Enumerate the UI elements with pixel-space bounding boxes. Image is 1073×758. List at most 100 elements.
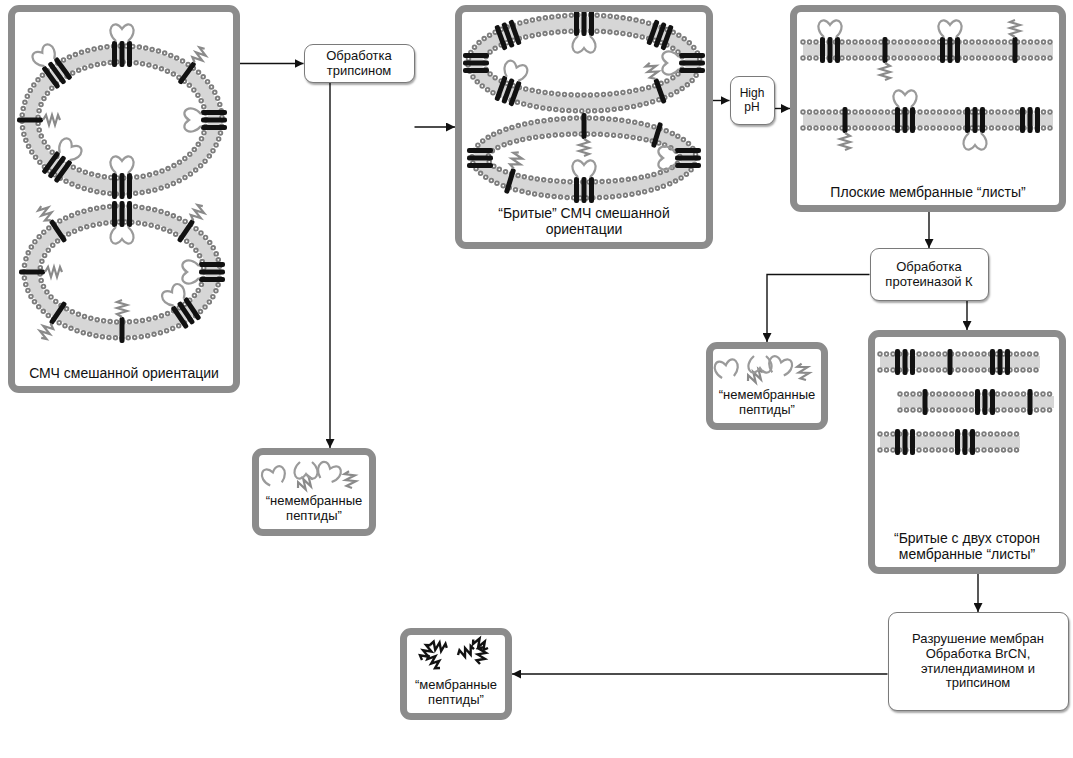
membrane-sheet — [803, 125, 1053, 131]
soluble-peptides — [797, 362, 811, 381]
flow-arrow — [767, 275, 870, 343]
membrane-protein — [17, 115, 60, 125]
soluble-peptides — [261, 460, 357, 492]
soluble-peptides — [714, 359, 740, 379]
membrane-protein — [184, 108, 227, 131]
node-label: Плоские мембранные “листы” — [830, 184, 1025, 200]
membrane-sheet — [880, 449, 1020, 451]
membrane-protein — [182, 260, 225, 283]
membrane-protein — [895, 349, 1033, 455]
membrane-protein — [646, 19, 674, 50]
membrane-protein — [40, 136, 84, 184]
membrane-protein — [923, 389, 928, 415]
membrane-sheet — [803, 111, 1053, 113]
membrane-protein — [895, 349, 915, 375]
membrane-sheet — [880, 447, 1020, 453]
panel-box: “мембранные пептиды” — [400, 628, 512, 720]
node-label: Обработка протеиназой К — [875, 260, 984, 290]
membrane-protein — [110, 201, 133, 244]
membrane-protein — [493, 59, 529, 107]
membrane-protein — [651, 122, 663, 148]
membrane-protein — [463, 53, 489, 73]
node-label: High pH — [735, 87, 770, 115]
membrane-protein — [572, 160, 595, 203]
flow-arrow — [966, 301, 967, 330]
node-label: “мембранные пептиды” — [411, 678, 501, 708]
membrane-protein — [19, 201, 225, 343]
membrane-sheet — [803, 127, 1053, 129]
flow-arrow — [240, 63, 304, 64]
membrane-protein — [467, 148, 493, 168]
panel-box: Плоские мембранные “листы” — [790, 5, 1066, 212]
membrane-sheet — [880, 433, 1020, 435]
membrane-protein — [645, 61, 669, 105]
membrane-sheet — [880, 436, 1020, 448]
membrane-protein — [938, 20, 961, 63]
membrane-peptides — [457, 645, 476, 658]
soluble-peptides — [315, 460, 342, 484]
membrane-protein — [160, 282, 203, 330]
membrane-protein — [17, 24, 227, 199]
process-box: Обработка протеиназой К — [870, 248, 989, 301]
membrane-peptides — [471, 636, 490, 651]
soluble-peptides — [714, 355, 811, 385]
flow-arrow — [329, 83, 330, 448]
membrane-protein — [658, 146, 701, 169]
membrane-protein — [963, 107, 986, 150]
membrane-protein — [840, 107, 850, 150]
process-box: Обработка трипсином — [304, 44, 415, 83]
membrane-peptides — [429, 641, 447, 652]
membrane-sheet — [803, 114, 1053, 126]
node-label: СМЧ смешанной ориентации — [29, 365, 219, 381]
flow-arrow — [977, 574, 978, 612]
membrane-protein — [818, 20, 841, 63]
membrane-protein — [467, 113, 701, 203]
panel-box: “немембранные пептиды” — [706, 342, 828, 430]
process-box: High pH — [730, 76, 775, 125]
membrane-protein — [501, 151, 523, 195]
membrane-protein — [895, 429, 915, 455]
membrane-protein — [117, 300, 127, 343]
membrane-protein — [110, 156, 133, 199]
membrane-protein — [662, 51, 705, 74]
panel-box: СМЧ смешанной ориентации — [8, 5, 240, 393]
membrane-protein — [37, 203, 69, 244]
process-box: Разрушение мембранОбработка BrCN, этилен… — [888, 612, 1069, 711]
membrane-protein — [990, 349, 1010, 375]
membrane-protein — [880, 37, 890, 80]
soluble-peptides — [261, 465, 288, 487]
membrane-protein — [818, 20, 1040, 150]
membrane-protein — [1010, 20, 1020, 63]
membrane-protein — [572, 10, 595, 53]
membrane-protein — [494, 19, 522, 50]
node-label: “немембранные пептиды” — [717, 388, 817, 418]
membrane-protein — [175, 203, 207, 244]
flow-arrow — [775, 108, 791, 109]
flow-arrow — [512, 673, 888, 674]
membrane-protein — [975, 389, 995, 415]
membrane-protein — [110, 24, 133, 67]
membrane-protein — [463, 10, 705, 107]
flow-arrow — [415, 126, 456, 127]
soluble-peptides — [344, 470, 357, 488]
node-label: “Бритые с двух сторон мембранные “листы” — [879, 530, 1055, 562]
membrane-protein — [175, 46, 208, 87]
membrane-peptides — [419, 636, 490, 671]
membrane-peptides — [426, 652, 443, 670]
membrane-sheet — [880, 431, 1020, 437]
soluble-peptides — [294, 462, 317, 479]
node-label: “Бритые” СМЧ смешанной ориентации — [466, 205, 702, 237]
membrane-protein — [19, 267, 62, 277]
node-label: Разрушение мембран — [912, 632, 1044, 647]
soluble-peptides — [748, 356, 771, 373]
node-label: Обработка трипсином — [309, 49, 410, 79]
node-label: “немембранные пептиды” — [263, 494, 365, 524]
node-label: Обработка BrCN, этилендиамином и трипсин… — [893, 647, 1064, 692]
panel-box: “Бритые с двух сторон мембранные “листы” — [868, 330, 1066, 574]
panel-box: “немембранные пептиды” — [252, 448, 376, 536]
membrane-protein — [579, 113, 589, 156]
membrane-sheet — [803, 109, 1053, 115]
flow-arrow — [713, 100, 730, 101]
